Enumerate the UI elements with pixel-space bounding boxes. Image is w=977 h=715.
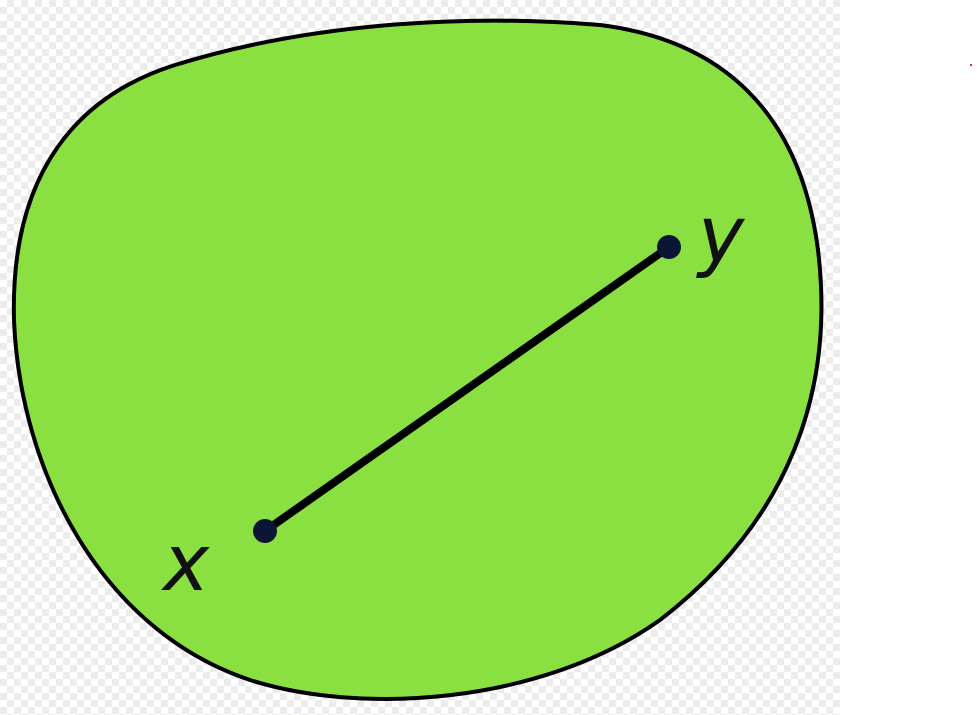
label-x: x — [160, 519, 210, 609]
convex-region — [11, 18, 824, 701]
convex-set-diagram: x y — [11, 18, 824, 701]
point-x — [253, 519, 277, 543]
line-segment-xy — [261, 243, 673, 535]
label-y: y — [696, 191, 746, 281]
point-y — [657, 235, 681, 259]
red-marker-dot — [970, 64, 972, 66]
side-panel — [840, 0, 977, 715]
